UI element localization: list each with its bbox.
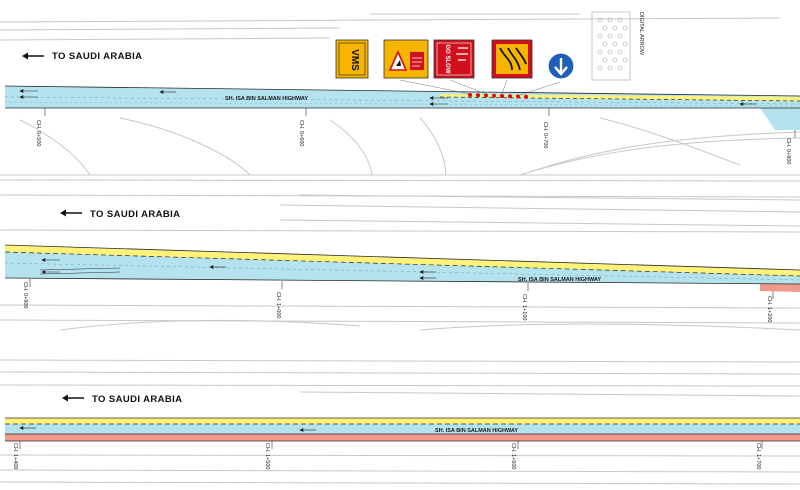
background-linework bbox=[0, 13, 800, 485]
left-arrow-icon bbox=[60, 209, 66, 217]
chainage-label: CH. 1+500 bbox=[264, 443, 270, 469]
digital-arrow-board: DIGITAL ARROW bbox=[591, 11, 644, 81]
direction-label-3: TO SAUDI ARABIA bbox=[62, 394, 182, 405]
chainage-label: CH. 0+700 bbox=[542, 122, 548, 148]
road-section-1: SH. ISA BIN SALMAN HIGHWAY bbox=[4, 79, 800, 130]
road-section-2: SH. ISA BIN SALMAN HIGHWAY bbox=[4, 244, 800, 292]
chainage-label: CH. 0+600 bbox=[298, 120, 304, 146]
chainage-label: CH. 1+400 bbox=[12, 443, 18, 469]
chainage-label: CH. 0+500 bbox=[35, 120, 41, 146]
chainage-row-2 bbox=[29, 279, 774, 299]
digital-arrow-label: DIGITAL ARROW bbox=[638, 12, 644, 56]
chainage-label: CH. 1+200 bbox=[766, 296, 772, 322]
road-name-3: SH. ISA BIN SALMAN HIGHWAY bbox=[435, 428, 518, 434]
sign-lane-merge bbox=[491, 39, 533, 79]
go-slow-sign-text: GO SLOW bbox=[444, 45, 450, 74]
chainage-label: CH. 1+600 bbox=[510, 443, 516, 469]
sign-warning bbox=[383, 39, 429, 79]
direction-text-3: TO SAUDI ARABIA bbox=[92, 394, 182, 405]
chainage-row-3 bbox=[19, 441, 763, 449]
vms-sign-text: VMS bbox=[349, 49, 360, 71]
sign-go-slow: GO SLOW bbox=[433, 39, 475, 79]
direction-text-1: TO SAUDI ARABIA bbox=[52, 51, 142, 62]
road-section-3: SH. ISA BIN SALMAN HIGHWAY bbox=[5, 417, 800, 442]
road-name-1: SH. ISA BIN SALMAN HIGHWAY bbox=[225, 96, 308, 102]
direction-label-1: TO SAUDI ARABIA bbox=[22, 51, 142, 62]
direction-label-2: TO SAUDI ARABIA bbox=[60, 209, 180, 220]
chainage-label: CH. 1+000 bbox=[275, 292, 281, 318]
sign-keep-left bbox=[547, 52, 575, 80]
chainage-row-1 bbox=[44, 108, 796, 138]
down-arrow-icon bbox=[554, 58, 568, 76]
road-name-2: SH. ISA BIN SALMAN HIGHWAY bbox=[518, 277, 601, 283]
direction-text-2: TO SAUDI ARABIA bbox=[90, 209, 180, 220]
chainage-label: CH. 1+700 bbox=[755, 443, 761, 469]
chainage-label: CH. 0+900 bbox=[22, 282, 28, 308]
chainage-label: CH. 1+100 bbox=[521, 294, 527, 320]
left-arrow-icon bbox=[22, 52, 28, 60]
traffic-cones-row bbox=[468, 93, 528, 99]
sign-vms: VMS bbox=[335, 39, 369, 79]
sign-leader-lines bbox=[399, 79, 561, 96]
left-arrow-icon bbox=[62, 394, 68, 402]
chainage-label: CH. 0+800 bbox=[785, 138, 791, 164]
